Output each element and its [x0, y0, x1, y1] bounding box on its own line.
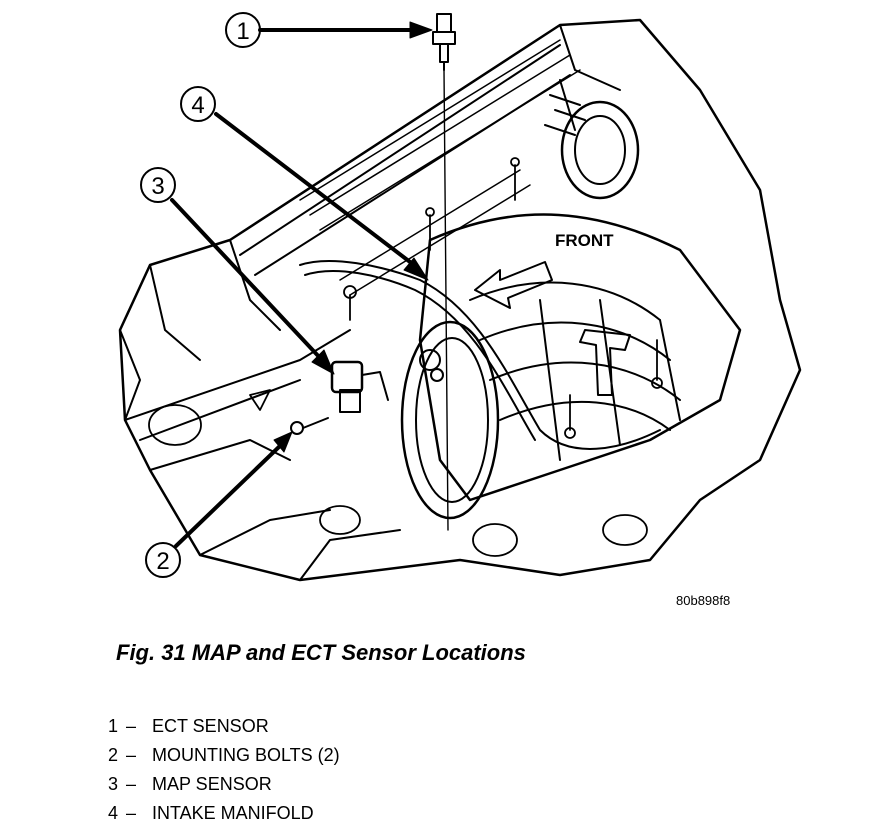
throttle-body	[400, 320, 500, 520]
callout-2-number: 2	[156, 548, 169, 575]
legend-item: 3–MAP SENSOR	[108, 770, 340, 799]
callout-4: 4	[180, 86, 429, 281]
callout-2: 2	[145, 431, 293, 578]
intake-manifold	[418, 213, 742, 502]
legend-label: MAP SENSOR	[152, 774, 272, 794]
map-sensor	[330, 360, 389, 413]
callout-3: 3	[140, 167, 335, 375]
callout-1-number: 1	[236, 18, 249, 45]
legend-label: MOUNTING BOLTS (2)	[152, 745, 340, 765]
lower-details	[148, 389, 648, 557]
front-label: FRONT	[555, 231, 614, 250]
legend-number: 4	[108, 803, 119, 823]
legend-dash: –	[126, 774, 137, 794]
legend-number: 3	[108, 774, 119, 794]
manifold-studs	[343, 157, 663, 439]
legend-number: 1	[108, 716, 119, 736]
ect-leader-line	[443, 69, 449, 531]
vacuum-hose	[299, 260, 661, 450]
legend-item: 4–INTAKE MANIFOLD	[108, 799, 340, 828]
valve-cover-ribs	[299, 39, 581, 296]
callout-1: 1	[225, 12, 433, 48]
bracket	[579, 329, 631, 396]
callout-4-number: 4	[191, 92, 204, 119]
legend-item: 1–ECT SENSOR	[108, 712, 340, 741]
legend-label: ECT SENSOR	[152, 716, 269, 736]
air-inlet	[544, 79, 640, 200]
front-arrow	[474, 261, 553, 309]
mounting-bolt	[290, 417, 329, 435]
legend-item: 2–MOUNTING BOLTS (2)	[108, 741, 340, 770]
engine-diagram: FRONT 1	[118, 12, 802, 582]
legend-list: 1–ECT SENSOR 2–MOUNTING BOLTS (2) 3–MAP …	[108, 712, 340, 828]
callout-3-number: 3	[151, 173, 164, 200]
legend-number: 2	[108, 745, 119, 765]
ect-sensor	[432, 13, 456, 71]
legend-label: INTAKE MANIFOLD	[152, 803, 314, 823]
legend-dash: –	[126, 716, 137, 736]
figure-caption: Fig. 31 MAP and ECT Sensor Locations	[116, 640, 526, 665]
figure-code: 80b898f8	[676, 593, 731, 608]
legend-dash: –	[126, 803, 137, 823]
engine-block	[118, 18, 802, 582]
legend-dash: –	[126, 745, 137, 765]
